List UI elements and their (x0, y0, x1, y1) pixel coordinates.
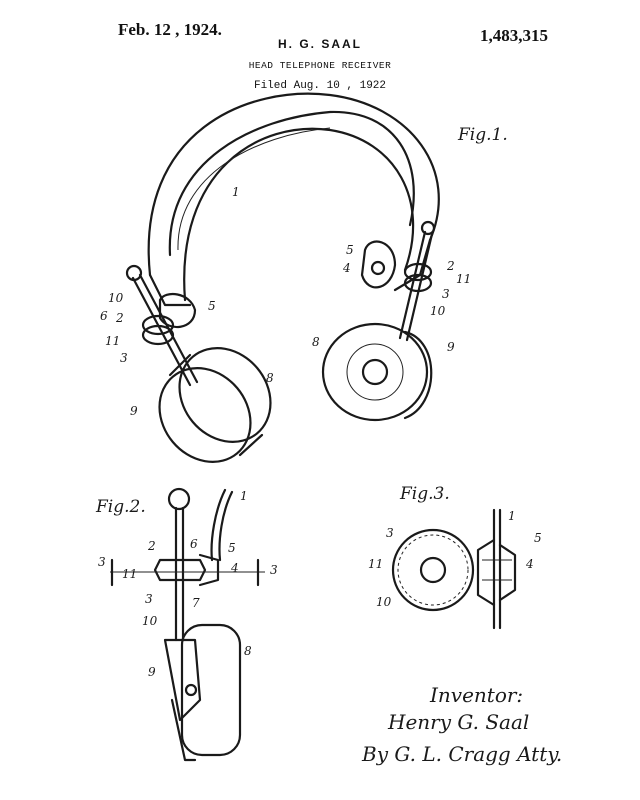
svg-text:6: 6 (100, 309, 108, 323)
svg-text:11: 11 (105, 334, 120, 348)
fig3-label: Fig.3. (400, 484, 450, 504)
signature-inventor-name: Henry G. Saal (388, 710, 530, 734)
svg-text:8: 8 (266, 371, 274, 385)
svg-text:4: 4 (525, 557, 534, 571)
svg-text:11: 11 (122, 567, 137, 581)
svg-text:2: 2 (115, 311, 124, 325)
svg-text:5: 5 (208, 299, 216, 313)
svg-text:11: 11 (456, 272, 471, 286)
svg-text:3: 3 (145, 592, 153, 606)
inventor-name: H. G. SAAL (277, 37, 362, 51)
svg-text:1: 1 (508, 509, 516, 523)
svg-text:3: 3 (442, 287, 450, 301)
patent-date: Feb. 12 , 1924. (118, 20, 222, 39)
svg-text:2: 2 (446, 259, 455, 273)
fig3-end-view: 1 5 4 3 11 10 (368, 508, 542, 630)
svg-text:2: 2 (147, 539, 156, 553)
svg-text:3: 3 (270, 563, 278, 577)
svg-text:4: 4 (342, 261, 351, 275)
filed-date: Filed Aug. 10 , 1922 (253, 80, 387, 92)
svg-text:10: 10 (142, 614, 158, 628)
fig1-headset: 1 5 4 2 11 3 10 8 9 10 6 2 5 11 3 8 9 (100, 92, 471, 463)
svg-text:5: 5 (534, 531, 542, 545)
fig1-label: Fig.1. (458, 125, 508, 145)
signature-inventor-heading: Inventor: (430, 683, 524, 707)
svg-text:9: 9 (447, 340, 455, 354)
svg-text:4: 4 (230, 561, 239, 575)
svg-text:8: 8 (312, 335, 320, 349)
svg-text:3: 3 (98, 555, 106, 569)
svg-text:8: 8 (244, 644, 252, 658)
svg-text:5: 5 (228, 541, 236, 555)
patent-number: 1,483,315 (480, 26, 548, 45)
svg-text:3: 3 (120, 351, 128, 365)
fig2-label: Fig.2. (96, 497, 146, 517)
svg-text:9: 9 (130, 404, 138, 418)
fig2-section: 1 2 6 5 4 3 11 3 3 7 10 8 9 (98, 487, 278, 762)
svg-text:6: 6 (190, 537, 198, 551)
signature-attorney: By G. L. Cragg Atty. (362, 742, 563, 766)
svg-text:3: 3 (386, 526, 394, 540)
svg-text:10: 10 (376, 595, 392, 609)
svg-text:5: 5 (346, 243, 354, 257)
svg-text:10: 10 (108, 291, 124, 305)
patent-title: HEAD TELEPHONE RECEIVER (248, 60, 392, 71)
svg-text:9: 9 (148, 665, 156, 679)
svg-text:1: 1 (232, 185, 240, 199)
svg-text:11: 11 (368, 557, 383, 571)
svg-text:7: 7 (192, 596, 200, 610)
svg-text:10: 10 (430, 304, 446, 318)
svg-text:1: 1 (240, 489, 248, 503)
